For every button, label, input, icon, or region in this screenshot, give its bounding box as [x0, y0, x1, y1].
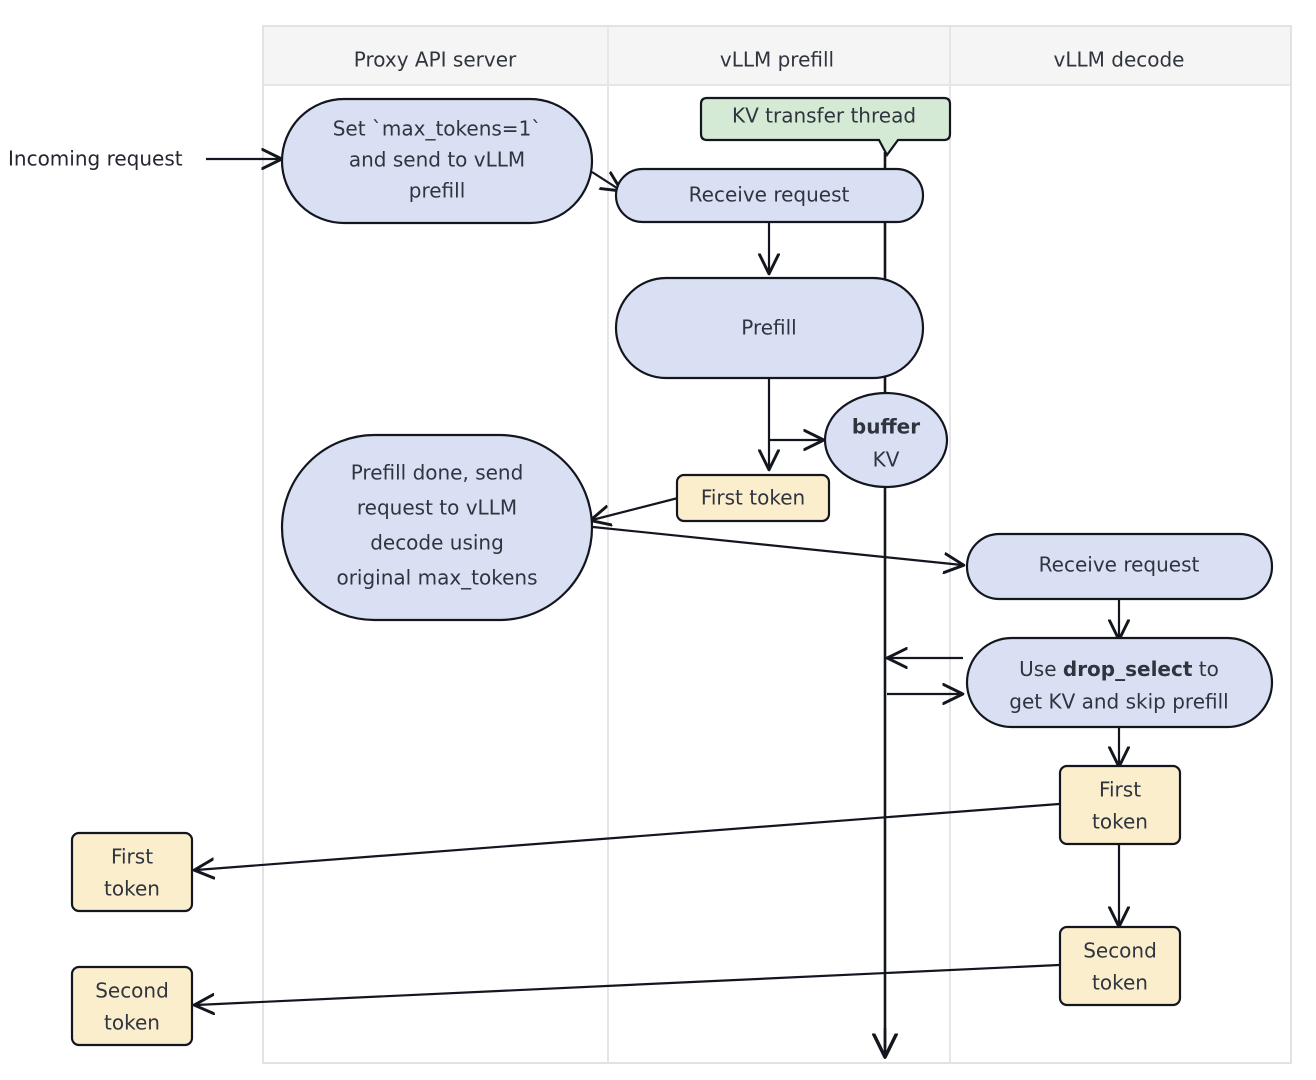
out-first-token-line-2: token [104, 877, 160, 901]
out-first-token-shape[interactable] [70, 831, 194, 913]
decode-second-token-shape[interactable] [1058, 925, 1182, 1007]
node-kv-transfer-thread[interactable]: KV transfer thread [699, 96, 952, 158]
edge-set-to-receive [591, 172, 620, 190]
buffer-kv-shape[interactable] [823, 391, 949, 489]
prefill-done-line-1: Prefill done, send [351, 461, 524, 485]
drop-select-shape[interactable] [965, 636, 1274, 729]
incoming-request-label: Incoming request [8, 147, 183, 171]
edge-decode-second-token-out [196, 963, 1060, 1005]
node-decode-second-token[interactable]: Second token [1058, 925, 1182, 1007]
out-second-token-line-2: token [104, 1011, 160, 1035]
decode-first-token-line-2: token [1092, 810, 1148, 834]
lane-title-proxy: Proxy API server [354, 48, 517, 72]
node-prefill[interactable]: Prefill [614, 276, 925, 380]
edge-first-token-to-prefill-done [592, 496, 679, 520]
set-max-tokens-line-2: and send to vLLM [349, 148, 525, 172]
drop-select-text-keyword: drop_select [1063, 657, 1193, 681]
decode-receive-request-shape[interactable] [965, 532, 1274, 601]
decode-second-token-line-2: token [1092, 971, 1148, 995]
drop-select-text-to: to [1192, 657, 1218, 681]
edges-layer [196, 159, 1119, 1005]
node-set-max-tokens[interactable]: Set `max_tokens=1` and send to vLLM pref… [280, 97, 594, 225]
kv-transfer-thread-label: KV transfer thread [732, 104, 916, 128]
node-out-first-token[interactable]: First token [70, 831, 194, 913]
edge-decode-first-token-out [196, 802, 1060, 870]
lane-title-decode: vLLM decode [1054, 48, 1185, 72]
prefill-done-line-4: original max_tokens [336, 566, 537, 590]
node-prefill-first-token[interactable]: First token [675, 473, 831, 523]
set-max-tokens-line-3: prefill [409, 179, 466, 203]
prefill-shape[interactable] [614, 276, 925, 380]
node-prefill-done[interactable]: Prefill done, send request to vLLM decod… [280, 433, 594, 622]
prefill-label: Prefill [741, 316, 797, 340]
node-prefill-receive-request[interactable]: Receive request [614, 167, 925, 224]
node-decode-first-token[interactable]: First token [1058, 764, 1182, 846]
buffer-kv-line-2: KV [873, 448, 900, 472]
out-first-token-line-1: First [111, 845, 153, 869]
prefill-receive-request-label: Receive request [689, 183, 850, 207]
buffer-kv-line-1: buffer [852, 415, 920, 439]
set-max-tokens-shape[interactable] [280, 97, 594, 225]
drop-select-text-use: Use [1019, 657, 1063, 681]
decode-first-token-line-1: First [1099, 778, 1141, 802]
drop-select-line-1: Use drop_select to [1019, 657, 1219, 681]
node-out-second-token[interactable]: Second token [70, 965, 194, 1047]
prefill-receive-request-shape[interactable] [614, 167, 925, 224]
prefill-done-line-3: decode using [370, 531, 504, 555]
set-max-tokens-line-1: Set `max_tokens=1` [333, 117, 542, 141]
lane-header-band [264, 27, 1290, 85]
decode-receive-request-label: Receive request [1039, 553, 1200, 577]
decode-second-token-line-1: Second [1083, 939, 1157, 963]
node-buffer-kv[interactable]: buffer KV [823, 391, 949, 489]
prefill-first-token-shape[interactable] [675, 473, 831, 523]
node-drop-select[interactable]: Use drop_select to get KV and skip prefi… [965, 636, 1274, 729]
decode-first-token-shape[interactable] [1058, 764, 1182, 846]
prefill-first-token-label: First token [701, 486, 805, 510]
kv-transfer-thread-callout[interactable] [699, 96, 952, 158]
edge-prefill-done-to-decode-receive [592, 525, 962, 565]
prefill-done-shape[interactable] [280, 433, 594, 622]
node-decode-receive-request[interactable]: Receive request [965, 532, 1274, 601]
prefill-done-line-2: request to vLLM [357, 496, 517, 520]
lane-title-prefill: vLLM prefill [720, 48, 834, 72]
out-second-token-line-1: Second [95, 979, 169, 1003]
out-second-token-shape[interactable] [70, 965, 194, 1047]
drop-select-line-2: get KV and skip prefill [1009, 690, 1228, 714]
lane-titles: Proxy API server vLLM prefill vLLM decod… [354, 48, 1185, 72]
